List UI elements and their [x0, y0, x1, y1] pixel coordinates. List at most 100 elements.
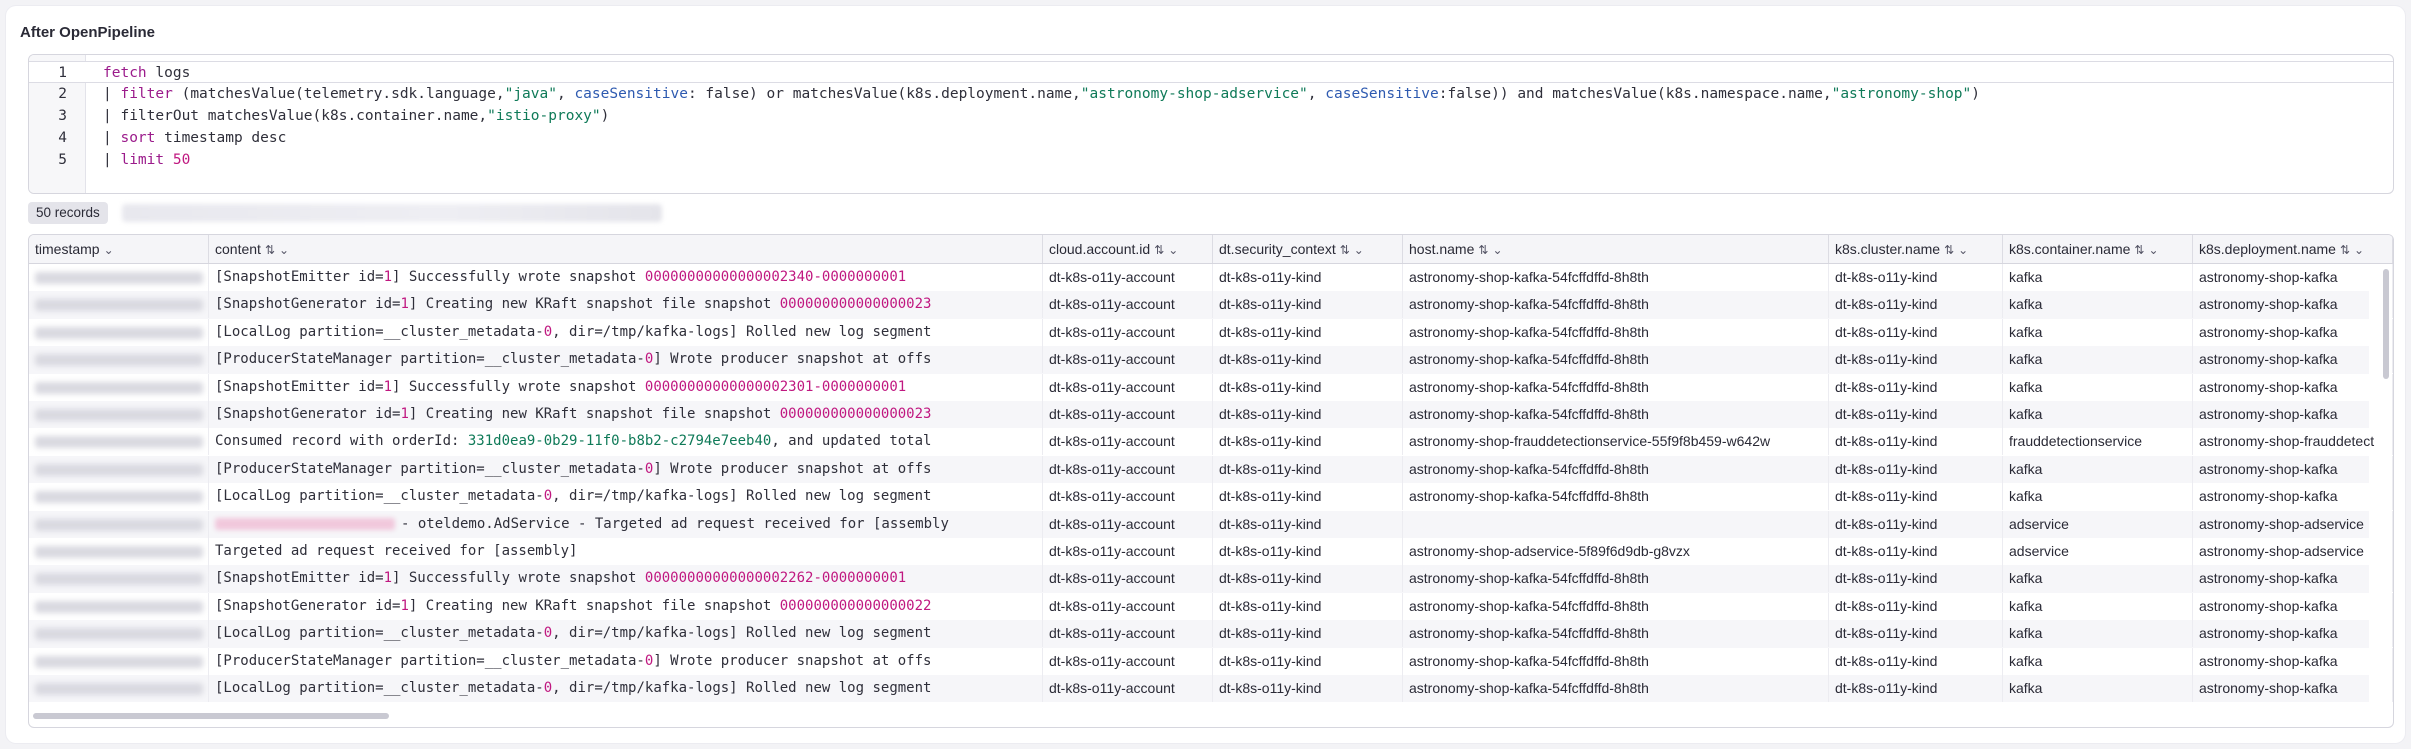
chevron-down-icon[interactable]: ⌄ — [2148, 243, 2159, 257]
content-cell: [LocalLog partition=__cluster_metadata-0… — [209, 483, 1043, 511]
column-header-k8s-container-name[interactable]: k8s.container.name⇅⌄ — [2003, 235, 2193, 263]
column-header-k8s-deployment-name[interactable]: k8s.deployment.name⇅⌄ — [2193, 235, 2393, 263]
cluster-cell: dt-k8s-o11y-kind — [1829, 401, 2003, 428]
sort-arrows-icon[interactable]: ⇅ — [1944, 243, 1955, 257]
redacted-timestamp — [35, 600, 203, 613]
chevron-down-icon[interactable]: ⌄ — [1958, 243, 1969, 257]
table-row[interactable]: [ProducerStateManager partition=__cluste… — [29, 455, 2393, 484]
column-header-host-name[interactable]: host.name⇅⌄ — [1403, 235, 1829, 263]
code-line[interactable]: 4| sort timestamp desc — [29, 127, 2393, 149]
chevron-down-icon[interactable]: ⌄ — [1353, 243, 1364, 257]
content-token: 1 — [383, 269, 393, 285]
table-row[interactable]: [SnapshotEmitter id=1] Successfully wrot… — [29, 264, 2393, 291]
table-row[interactable]: [ProducerStateManager partition=__cluste… — [29, 346, 2393, 374]
code-token: filterOut — [120, 108, 200, 124]
vertical-scrollbar[interactable] — [2383, 269, 2389, 379]
cluster-cell: dt-k8s-o11y-kind — [1829, 346, 2003, 374]
column-header-dt-security-context[interactable]: dt.security_context⇅⌄ — [1213, 235, 1403, 263]
column-header-timestamp[interactable]: timestamp⌄ — [29, 235, 209, 263]
content-token: ] Wrote producer snapshot at offs — [653, 351, 932, 368]
redacted-timestamp — [35, 573, 203, 586]
cloud-cell: dt-k8s-o11y-account — [1043, 318, 1213, 346]
content-token: [SnapshotEmitter id= — [215, 570, 384, 587]
deployment-cell: astronomy-shop-kafka — [2193, 318, 2393, 346]
timestamp-cell — [29, 264, 209, 291]
host-cell: astronomy-shop-kafka-54fcffdffd-8h8th — [1403, 373, 1829, 401]
column-header-k8s-cluster-name[interactable]: k8s.cluster.name⇅⌄ — [1829, 235, 2003, 263]
timestamp-cell — [29, 373, 209, 401]
column-header-content[interactable]: content⇅⌄ — [209, 235, 1043, 263]
code-token: :false)) and matchesValue(k8s.namespace.… — [1438, 86, 1832, 102]
content-token: ] Creating new KRaft snapshot file snaps… — [408, 597, 780, 614]
column-header-cloud-account-id[interactable]: cloud.account.id⇅⌄ — [1043, 235, 1213, 263]
content-token: ] Wrote producer snapshot at offs — [653, 460, 932, 477]
sort-arrows-icon[interactable]: ⇅ — [2134, 243, 2145, 257]
timestamp-cell — [29, 428, 209, 456]
table-row[interactable]: [ProducerStateManager partition=__cluste… — [29, 647, 2393, 675]
content-cell: [LocalLog partition=__cluster_metadata-0… — [209, 318, 1043, 346]
content-token: ] Successfully wrote snapshot — [392, 269, 645, 285]
content-token: , dir=/tmp/kafka-logs] Rolled new log se… — [552, 680, 932, 696]
chevron-down-icon[interactable]: ⌄ — [2354, 243, 2365, 257]
cluster-cell: dt-k8s-o11y-kind — [1829, 373, 2003, 401]
table-row[interactable]: [SnapshotGenerator id=1] Creating new KR… — [29, 291, 2393, 319]
timestamp-cell — [29, 620, 209, 648]
content-token: [ProducerStateManager partition=__cluste… — [215, 460, 645, 477]
chevron-down-icon[interactable]: ⌄ — [103, 243, 114, 257]
code-token: ) — [1971, 86, 1981, 102]
code-token: logs — [146, 65, 191, 81]
sort-arrows-icon[interactable]: ⇅ — [264, 243, 275, 257]
code-line[interactable]: 5| limit 50 — [29, 149, 2393, 171]
chevron-down-icon[interactable]: ⌄ — [279, 243, 290, 257]
code-token: caseSensitive — [1325, 86, 1439, 102]
deployment-cell: astronomy-shop-kafka — [2193, 620, 2393, 648]
code-line[interactable]: 2| filter (matchesValue(telemetry.sdk.la… — [29, 83, 2393, 105]
table-row[interactable]: [LocalLog partition=__cluster_metadata-0… — [29, 483, 2393, 511]
table-row[interactable]: [LocalLog partition=__cluster_metadata-0… — [29, 318, 2393, 346]
content-cell: [SnapshotEmitter id=1] Successfully wrot… — [209, 373, 1043, 401]
content-token: 0 — [543, 680, 553, 696]
container-cell: kafka — [2003, 401, 2193, 428]
table-row[interactable]: [SnapshotGenerator id=1] Creating new KR… — [29, 592, 2393, 620]
content-token: 1 — [400, 296, 409, 313]
table-row[interactable]: Consumed record with orderId: 331d0ea9-0… — [29, 428, 2393, 456]
sort-arrows-icon[interactable]: ⇅ — [1339, 243, 1350, 257]
sort-arrows-icon[interactable]: ⇅ — [2339, 243, 2351, 257]
content-cell: Consumed record with orderId: 331d0ea9-0… — [209, 428, 1043, 456]
host-cell: astronomy-shop-kafka-54fcffdffd-8h8th — [1403, 401, 1829, 428]
table-row[interactable]: [SnapshotEmitter id=1] Successfully wrot… — [29, 373, 2393, 401]
horizontal-scrollbar[interactable] — [33, 713, 389, 719]
sec-cell: dt-k8s-o11y-kind — [1213, 647, 1403, 675]
code-text: | filter (matchesValue(telemetry.sdk.lan… — [103, 83, 1980, 105]
table-row[interactable]: [SnapshotGenerator id=1] Creating new KR… — [29, 401, 2393, 429]
content-token: [SnapshotGenerator id= — [215, 597, 401, 614]
timestamp-cell — [29, 346, 209, 374]
container-cell: frauddetectionservice — [2003, 428, 2193, 456]
table-row[interactable]: [LocalLog partition=__cluster_metadata-0… — [29, 620, 2393, 648]
deployment-cell: astronomy-shop-kafka — [2193, 291, 2393, 319]
cluster-cell: dt-k8s-o11y-kind — [1829, 538, 2003, 565]
deployment-cell: astronomy-shop-kafka — [2193, 264, 2393, 291]
timestamp-cell — [29, 565, 209, 593]
cloud-cell: dt-k8s-o11y-account — [1043, 620, 1213, 648]
table-row[interactable]: - oteldemo.AdService - Targeted ad reque… — [29, 510, 2393, 538]
table-row[interactable]: [LocalLog partition=__cluster_metadata-0… — [29, 675, 2393, 703]
content-token: , and updated total — [771, 433, 932, 450]
table-row[interactable]: [SnapshotEmitter id=1] Successfully wrot… — [29, 565, 2393, 593]
records-count-badge: 50 records — [28, 202, 108, 224]
content-token: 000000000000000023 — [779, 406, 932, 422]
host-cell — [1403, 510, 1829, 538]
sort-arrows-icon[interactable]: ⇅ — [1478, 243, 1489, 257]
chevron-down-icon[interactable]: ⌄ — [1168, 243, 1179, 257]
code-line[interactable]: 3| filterOut matchesValue(k8s.container.… — [29, 105, 2393, 127]
code-token: sort — [120, 130, 156, 146]
table-row[interactable]: Targeted ad request received for [assemb… — [29, 538, 2393, 565]
chevron-down-icon[interactable]: ⌄ — [1492, 243, 1503, 257]
sort-arrows-icon[interactable]: ⇅ — [1154, 243, 1165, 257]
cloud-cell: dt-k8s-o11y-account — [1043, 565, 1213, 593]
sec-cell: dt-k8s-o11y-kind — [1213, 483, 1403, 511]
content-token: 0 — [543, 488, 553, 505]
